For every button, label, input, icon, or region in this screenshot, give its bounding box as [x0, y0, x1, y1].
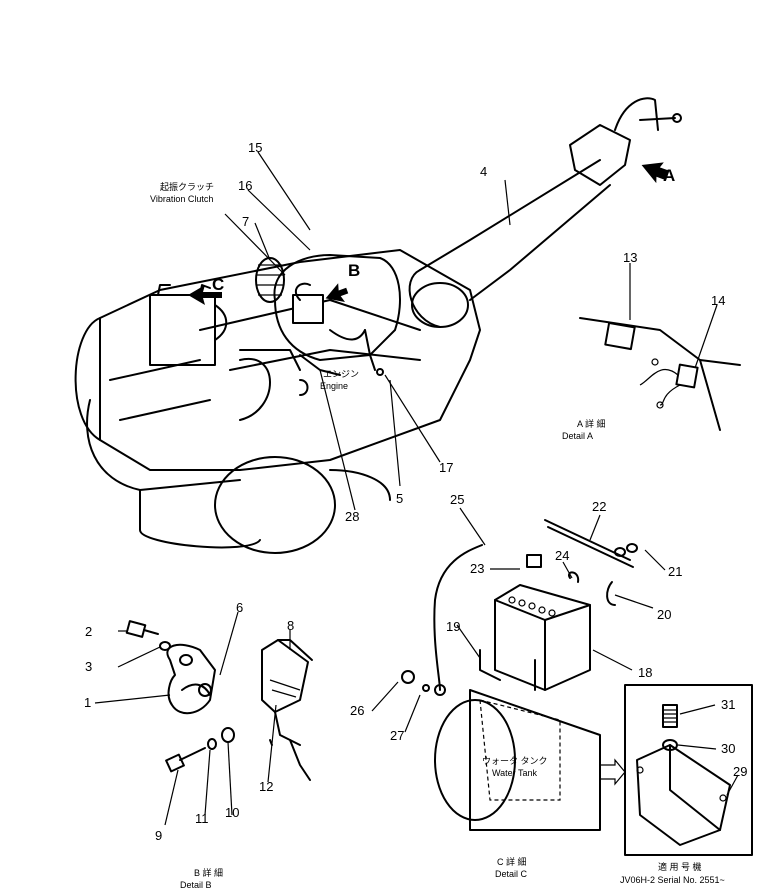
- detail-c-panel: [401, 519, 638, 831]
- view-letter-a: A: [663, 166, 675, 185]
- callout-21: 21: [668, 564, 682, 579]
- callout-29: 29: [733, 764, 747, 779]
- callout-11: 11: [195, 811, 209, 826]
- detail-b-label: Detail B: [180, 880, 212, 890]
- callout-12: 12: [259, 779, 273, 794]
- callout-2: 2: [85, 624, 92, 639]
- engine-label-jp: エンジン: [323, 369, 359, 379]
- callout-27: 27: [390, 728, 404, 743]
- leader-lines: [94, 151, 739, 826]
- callout-14: 14: [711, 293, 725, 308]
- serial-label: JV06H-2 Serial No. 2551~: [620, 875, 725, 885]
- view-arrows: [188, 162, 670, 786]
- engine-assembly: [255, 254, 401, 376]
- serial-detail-box: [624, 684, 753, 856]
- callout-31: 31: [721, 697, 735, 712]
- view-letter-labels: A B C: [212, 166, 675, 294]
- text-labels: 起振クラッチ Vibration Clutch エンジン Engine ウォータ…: [150, 181, 725, 890]
- tow-handle: [408, 97, 682, 328]
- detail-a-label: Detail A: [562, 431, 593, 441]
- callout-numbers: 1 2 3 4 5 6 7 8 9 10 11 12 13 14 15 16 1…: [84, 140, 747, 843]
- callout-3: 3: [85, 659, 92, 674]
- callout-24: 24: [555, 548, 569, 563]
- callout-8: 8: [287, 618, 294, 633]
- callout-9: 9: [155, 828, 162, 843]
- water-tank-label-jp: ウォータ タンク: [482, 756, 548, 766]
- callout-1: 1: [84, 695, 91, 710]
- detail-a-label-jp: A 詳 細: [577, 418, 606, 429]
- callout-5: 5: [396, 491, 403, 506]
- callout-18: 18: [638, 665, 652, 680]
- vibration-clutch-label-jp: 起振クラッチ: [160, 181, 214, 192]
- serial-label-jp: 適 用 号 機: [658, 861, 702, 872]
- callout-13: 13: [623, 250, 637, 265]
- detail-c-label-jp: C 詳 細: [497, 856, 527, 867]
- callout-6: 6: [236, 600, 243, 615]
- callout-15: 15: [248, 140, 262, 155]
- callout-28: 28: [345, 509, 359, 524]
- callout-26: 26: [350, 703, 364, 718]
- callout-19: 19: [446, 619, 460, 634]
- vibration-clutch-label: Vibration Clutch: [150, 194, 213, 204]
- view-letter-b: B: [348, 261, 360, 280]
- callout-10: 10: [225, 805, 239, 820]
- callout-7: 7: [242, 214, 249, 229]
- callout-17: 17: [439, 460, 453, 475]
- detail-b-panel: [125, 620, 313, 781]
- callout-25: 25: [450, 492, 464, 507]
- detail-c-label: Detail C: [495, 869, 528, 879]
- callout-22: 22: [592, 499, 606, 514]
- engine-label: Engine: [320, 381, 348, 391]
- callout-20: 20: [657, 607, 671, 622]
- callout-4: 4: [480, 164, 487, 179]
- callout-30: 30: [721, 741, 735, 756]
- callout-16: 16: [238, 178, 252, 193]
- view-letter-c: C: [212, 275, 224, 294]
- water-tank-label: Water Tank: [492, 768, 538, 778]
- callout-23: 23: [470, 561, 484, 576]
- detail-b-label-jp: B 詳 細: [194, 867, 223, 878]
- machine-body: [74, 249, 481, 554]
- detail-a-panel: [579, 317, 741, 431]
